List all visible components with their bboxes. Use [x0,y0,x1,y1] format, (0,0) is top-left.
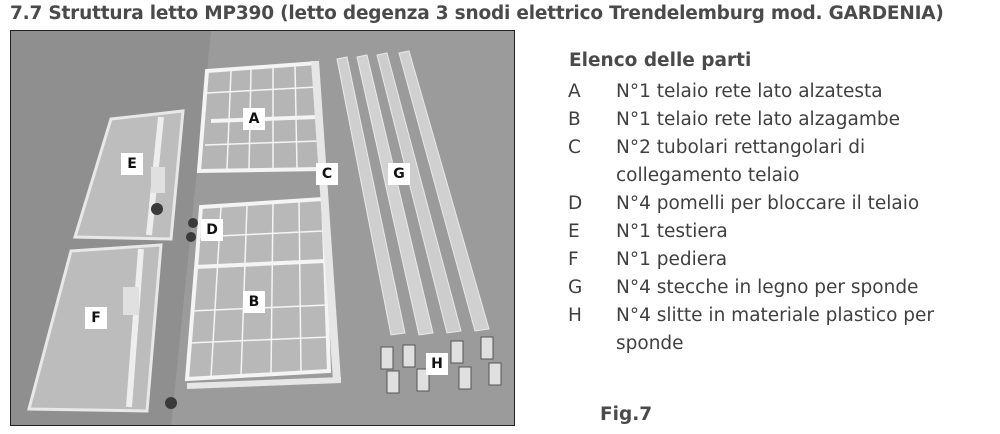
part-item: H N°4 slitte in materiale plastico per s… [568,302,998,358]
part-description: N°1 pediera [616,249,728,270]
part-item: E N°1 testiera [568,218,998,246]
photo-label-a: A [243,108,265,130]
photo-label-f: F [85,307,107,329]
tubes-C [187,61,341,389]
part-item: B N°1 telaio rete lato alzagambe [568,106,998,134]
part-item: C N°2 tubolari rettangolari di collegame… [568,134,998,190]
photo-label-b: B [243,291,265,313]
part-letter: H [568,305,582,326]
figure-caption: Fig.7 [600,404,653,425]
part-description: N°1 testiera [616,221,728,242]
part-letter: A [568,81,581,102]
photo-label-e: E [121,153,143,175]
bed-parts-photo: A C G E D B F H [10,30,515,426]
photo-label-g: G [388,163,410,185]
sliders-H [380,336,502,394]
photo-label-h: H [426,353,448,375]
part-description: N°4 stecche in legno per sponde [616,277,919,298]
part-item: A N°1 telaio rete lato alzatesta [568,78,998,106]
frame-B [184,196,332,382]
part-description: N°4 pomelli per bloccare il telaio [616,193,920,214]
slats-G [336,50,490,336]
part-letter: F [568,249,579,270]
knobs-D [151,203,198,409]
photo-label-c: C [316,163,338,185]
parts-list-title: Elenco delle parti [569,50,752,71]
part-description: N°4 slitte in materiale plastico per spo… [616,305,935,354]
parts-list: Elenco delle parti A N°1 telaio rete lat… [568,50,998,358]
part-letter: E [568,221,580,242]
part-description: N°2 tubolari rettangolari di collegament… [616,137,866,186]
section-heading: 7.7 Struttura letto MP390 (letto degenza… [10,3,944,24]
part-letter: C [568,137,581,158]
part-description: N°1 telaio rete lato alzatesta [616,81,883,102]
part-letter: D [568,193,583,214]
part-letter: B [568,109,581,130]
part-item: D N°4 pomelli per bloccare il telaio [568,190,998,218]
part-item: F N°1 pediera [568,246,998,274]
part-description: N°1 telaio rete lato alzagambe [616,109,900,130]
photo-label-d: D [201,219,223,241]
part-item: G N°4 stecche in legno per sponde [568,274,998,302]
part-letter: G [568,277,583,298]
